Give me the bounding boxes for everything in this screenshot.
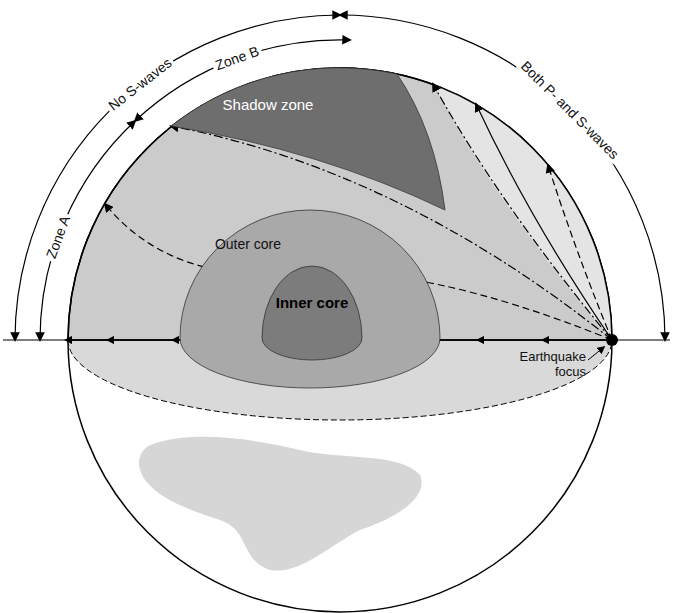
region-label: Outer core	[215, 236, 281, 252]
earth-outline	[68, 68, 612, 340]
earthquake-focus-dot	[606, 334, 618, 346]
region-label: Shadow zone	[223, 96, 314, 113]
focus-label: Earthquake focus	[498, 350, 586, 380]
shadow-zone-region: Shadow zone	[150, 60, 460, 220]
region-label: Inner core	[276, 294, 349, 311]
zone-label: Zone B	[210, 42, 264, 75]
zone-label: No S-waves	[103, 53, 177, 116]
mantle-ray	[548, 165, 612, 340]
continent	[139, 437, 422, 571]
zone-label: Zone A	[42, 211, 74, 264]
region-shape	[150, 60, 460, 220]
focus-leader	[588, 347, 604, 360]
inner-core-region: Inner core	[260, 264, 364, 364]
outer-core-region: Outer coreInner core	[178, 208, 442, 394]
zone-bracket	[40, 121, 135, 340]
region-shape	[260, 264, 364, 364]
mantle	[68, 68, 612, 340]
